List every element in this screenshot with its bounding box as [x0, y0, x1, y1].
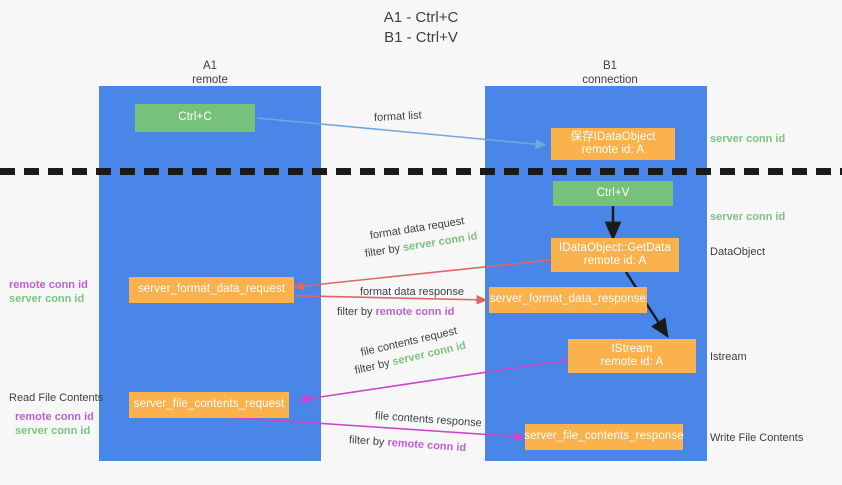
left-label-mid-server: server conn id [9, 292, 85, 305]
filter-prefix-4: filter by [348, 434, 388, 449]
node-server-format-data-request[interactable]: server_format_data_request [129, 277, 294, 303]
right-label-write-file-contents: Write File Contents [710, 432, 804, 444]
left-label-stack-low: Read File Contents [9, 392, 103, 406]
node-server-format-data-response-label: server_format_data_response [489, 293, 647, 306]
edge-label-file-contents-response-filter: filter by remote conn id [349, 433, 467, 455]
node-save-idataobject-label: 保存IDataObject [570, 130, 656, 143]
left-label-read-file-contents: Read File Contents [9, 392, 104, 404]
filter-value-4: remote conn id [387, 436, 467, 455]
node-ctrl-c-label: Ctrl+C [178, 111, 212, 124]
node-ctrl-c[interactable]: Ctrl+C [135, 104, 255, 132]
node-server-file-contents-response-label: server_file_contents_response [524, 430, 684, 443]
lane-header-b1-sub: connection [582, 74, 638, 86]
lane-header-a1-name: A1 [202, 60, 218, 72]
node-ctrl-v[interactable]: Ctrl+V [553, 181, 673, 206]
node-istream-label: IStream [611, 342, 653, 355]
filter-prefix-1: filter by [364, 242, 404, 260]
right-label-istream: Istream [710, 351, 747, 363]
node-server-format-data-response[interactable]: server_format_data_response [489, 287, 647, 313]
edge-label-format-data-response: format data response [360, 286, 464, 298]
lane-header-b1: B1 connection [530, 59, 690, 87]
right-label-server-conn-id-mid: server conn id [710, 211, 786, 223]
page-title: A1 - Ctrl+C B1 - Ctrl+V [0, 8, 842, 48]
left-label-stack-mid: remote conn id server conn id [9, 279, 88, 306]
left-label-mid-remote: remote conn id [9, 279, 88, 291]
edge-label-format-list: format list [373, 109, 422, 124]
filter-value-2: remote conn id [375, 306, 455, 318]
node-server-format-data-request-label: server_format_data_request [137, 283, 286, 296]
title-line-1: A1 - Ctrl+C [383, 9, 459, 26]
node-idataobject-getdata-sub: remote id: A [583, 255, 647, 267]
node-istream[interactable]: IStream remote id: A [568, 339, 696, 373]
node-save-idataobject-sub: remote id: A [581, 144, 645, 156]
filter-prefix-2: filter by [337, 306, 376, 318]
node-idataobject-getdata[interactable]: IDataObject::GetData remote id: A [551, 238, 679, 272]
node-istream-sub: remote id: A [600, 356, 664, 368]
section-divider [0, 168, 842, 175]
node-ctrl-v-label: Ctrl+V [596, 186, 630, 199]
right-label-dataobject: DataObject [710, 246, 766, 258]
node-save-idataobject[interactable]: 保存IDataObject remote id: A [551, 128, 675, 160]
lane-header-a1: A1 remote [130, 59, 290, 87]
title-line-2: B1 - Ctrl+V [384, 29, 458, 46]
edge-label-file-contents-response: file contents response [374, 410, 483, 430]
node-idataobject-getdata-label: IDataObject::GetData [559, 241, 671, 254]
lane-header-b1-name: B1 [602, 60, 618, 72]
node-server-file-contents-request[interactable]: server_file_contents_request [129, 392, 289, 418]
node-server-file-contents-response[interactable]: server_file_contents_response [524, 424, 684, 450]
lane-header-a1-sub: remote [192, 74, 228, 86]
filter-prefix-3: filter by [353, 356, 394, 377]
right-label-server-conn-id-top: server conn id [710, 133, 786, 145]
edge-label-format-data-response-filter: filter by remote conn id [337, 305, 454, 319]
left-label-low-server: server conn id [15, 424, 91, 437]
node-server-file-contents-request-label: server_file_contents_request [133, 398, 285, 411]
left-label-stack-low-ids: remote conn id server conn id [15, 411, 94, 438]
left-label-low-remote: remote conn id [15, 411, 94, 423]
